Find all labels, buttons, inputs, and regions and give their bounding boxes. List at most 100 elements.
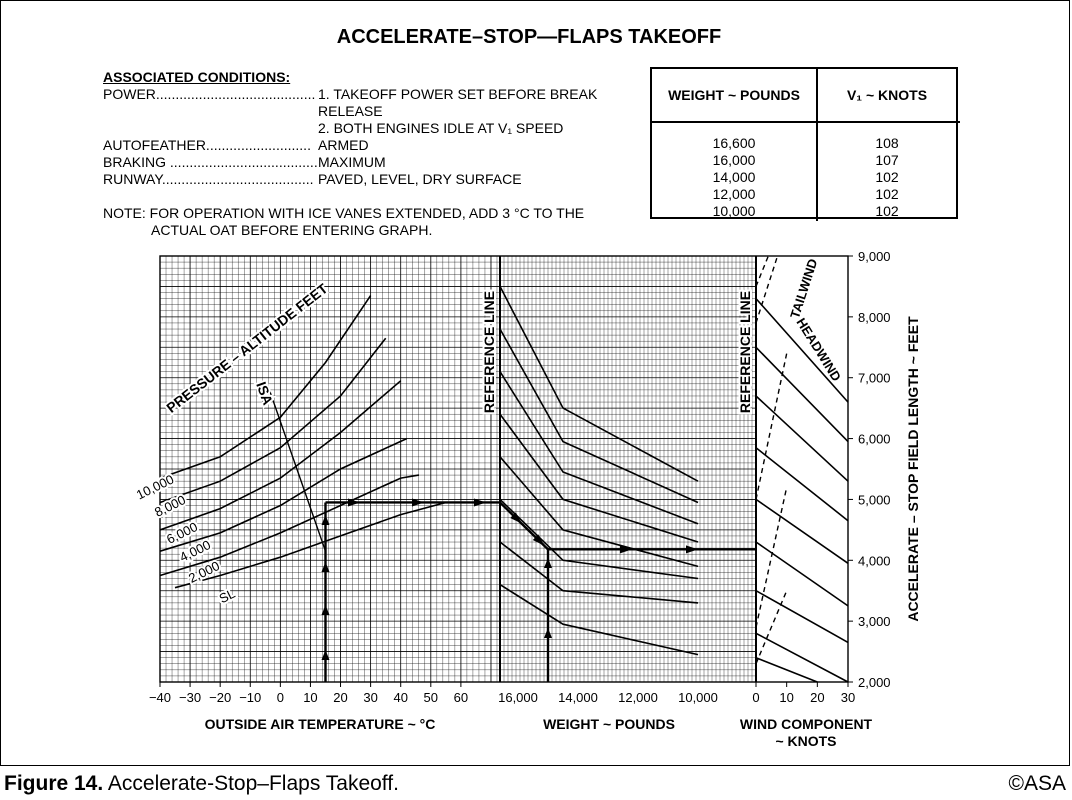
v1-table-header-weight: WEIGHT ~ POUNDS [668,87,800,103]
weight-guide-line [499,456,699,568]
altitude-label: 8,000 [152,492,188,520]
condition-label-runway: RUNWAY..................................… [103,171,314,187]
tailwind-guide-line [755,487,788,628]
altitude-label: SL [217,586,238,606]
weight-guide-line [499,413,699,543]
weight-guide-line [499,541,699,604]
condition-value-autofeather: ARMED [318,137,369,153]
x-axis-label-weight: WEIGHT ~ POUNDS [543,716,675,732]
weight-guide-line [499,583,699,656]
x-tick-label: 14,000 [558,690,598,705]
v1-table-weight: 10,000 [712,203,756,219]
v1-table-speeds: 108 107 102 102 102 [818,135,956,220]
x-tick-label: −20 [209,690,231,705]
reference-line-label-weight: REFERENCE LINE [481,291,497,413]
v1-table-weight: 12,000 [712,186,756,202]
arrow-up [321,605,330,615]
arrow-right [474,498,486,507]
y-tick-label: 5,000 [858,492,891,507]
altitude-curve [159,295,372,479]
v1-table-speed: 102 [875,203,899,219]
weight-guide-line [499,328,699,504]
v1-table-speed: 108 [875,135,899,151]
v1-table-column-rule [816,69,818,221]
arrow-right [620,545,632,554]
altitude-curve [159,380,402,531]
v1-table-weight: 16,000 [712,152,756,168]
tailwind-guide-line [755,590,788,664]
v1-table-weight: 14,000 [712,169,756,185]
headwind-guide-line [755,498,849,564]
arrow-right [348,498,360,507]
x-axis-label-wind-units: ~ KNOTS [775,733,836,749]
altitude-curve [159,437,408,552]
headwind-guide-line [755,395,849,482]
y-tick-label: 6,000 [858,432,891,447]
condition-value-power-1: 1. TAKEOFF POWER SET BEFORE BREAK [318,86,598,102]
x-tick-label: 40 [393,690,407,705]
v1-table-header-rule [652,121,960,123]
y-tick-label: 2,000 [858,675,891,690]
chart-title: ACCELERATE–STOP—FLAPS TAKEOFF [336,26,722,48]
conditions-heading: ASSOCIATED CONDITIONS: [103,69,291,85]
pressure-altitude-label: PRESSURE – ALTITUDE FEET [163,280,331,416]
v1-table-weight: 16,600 [712,135,756,151]
x-tick-label: 10 [303,690,317,705]
note-line-1: NOTE: FOR OPERATION WITH ICE VANES EXTEN… [103,205,585,221]
headwind-guide-line [755,447,849,522]
headwind-guide-line [755,346,849,443]
arrow-up [321,515,330,525]
arrow-right [686,545,698,554]
v1-table-weights: 16,600 16,000 14,000 12,000 10,000 [652,135,816,220]
x-tick-label: 12,000 [618,690,658,705]
reference-line-label-wind: REFERENCE LINE [737,291,753,413]
figure-caption-label: Figure 14. [4,772,104,795]
y-tick-label: 7,000 [858,371,891,386]
chart-grid [159,255,757,683]
tailwind-guide-line [755,255,779,324]
note-line-2: ACTUAL OAT BEFORE ENTERING GRAPH. [151,222,433,238]
x-tick-label: 20 [810,690,824,705]
x-tick-label: 0 [277,690,284,705]
figure-caption-text: Accelerate-Stop–Flaps Takeoff. [103,772,399,795]
x-tick-label: −10 [239,690,261,705]
copyright: ©ASA [1008,772,1067,795]
y-axis-label: ACCELERATE – STOP FIELD LENGTH ~ FEET [905,316,921,622]
tailwind-label: TAILWIND [787,257,820,320]
x-tick-label: 30 [841,690,855,705]
altitude-curve [159,337,387,504]
headwind-guide-line [755,590,849,644]
altitude-curve [174,501,447,589]
headwind-guide-line [755,298,849,403]
condition-label-braking: BRAKING ................................… [103,154,318,170]
x-tick-label: 30 [363,690,377,705]
weight-guide-line [499,498,699,580]
weight-guide-line [499,286,699,482]
headwind-guide-line [755,656,818,683]
arrow-right [412,498,424,507]
y-tick-label: 3,000 [858,614,891,629]
condition-value-runway: PAVED, LEVEL, DRY SURFACE [318,171,522,187]
arrow-up [321,650,330,660]
v1-table-speed: 107 [875,152,899,168]
x-tick-label: 50 [424,690,438,705]
figure-frame [0,0,1070,766]
tailwind-guide-line [755,353,788,500]
arrow-slope [532,534,545,546]
chart-border [159,255,849,683]
y-tick-label: 9,000 [858,249,891,264]
isa-line [267,386,327,552]
x-tick-label: 20 [333,690,347,705]
x-axis-label-temperature: OUTSIDE AIR TEMPERATURE ~ °C [205,716,436,732]
y-tick-label: 8,000 [858,310,891,325]
condition-label-power: POWER...................................… [103,86,316,102]
x-tick-label: 10,000 [678,690,718,705]
x-tick-label: −30 [179,690,201,705]
y-tick-label: 4,000 [858,553,891,568]
arrow-slope [510,512,522,524]
condition-value-braking: MAXIMUM [318,154,386,170]
arrow-up [321,562,330,572]
weight-guide-line [499,371,699,525]
v1-table-speed: 102 [875,169,899,185]
